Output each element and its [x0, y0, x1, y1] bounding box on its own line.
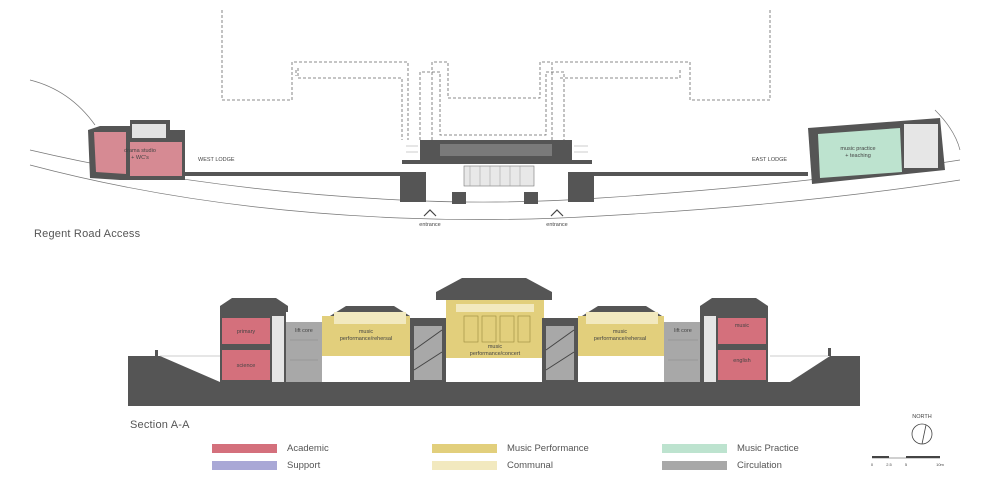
legend-item-support: Support	[212, 460, 320, 471]
music-perf-left-label-2: performance/rehersal	[340, 336, 392, 342]
west-lodge-building	[88, 120, 185, 180]
room-science-label: science	[237, 363, 256, 369]
legend-label: Communal	[507, 460, 553, 471]
legend-label: Academic	[287, 443, 329, 454]
lift-core-right-label: lift core	[674, 328, 692, 334]
east-lodge-building	[808, 118, 945, 184]
music-concert-label-1: music	[488, 344, 503, 350]
music-concert-label-2: performance/concert	[470, 351, 521, 357]
music-perf-left-label-1: music	[359, 329, 374, 335]
central-concert-hall	[436, 278, 552, 358]
music-perf-right-label-1: music	[613, 329, 628, 335]
legend-swatch	[662, 444, 727, 453]
music-perf-right-label-2: performance/rehersal	[594, 336, 646, 342]
road-curves	[29, 79, 961, 220]
legend-swatch	[662, 461, 727, 470]
scale-tick-0: 0	[871, 462, 874, 467]
legend-item-communal: Communal	[432, 460, 553, 471]
west-room-label-2: + WC's	[131, 155, 149, 161]
east-room-label-1: music practice	[840, 146, 875, 152]
legend-item-music-performance: Music Performance	[432, 443, 589, 454]
left-music-rehersal-hall	[322, 306, 410, 356]
room-english-label: english	[733, 358, 750, 364]
east-boundary-wall	[594, 172, 808, 176]
north-arrow: NORTH	[911, 414, 933, 445]
legend-item-academic: Academic	[212, 443, 329, 454]
legend-label: Support	[287, 460, 321, 471]
main-building-outline	[221, 10, 771, 140]
section-view	[128, 278, 860, 406]
central-gate-block	[400, 140, 594, 204]
left-lift-core	[286, 322, 322, 382]
legend-label: Music Performance	[507, 443, 589, 454]
section-heading: Section A-A	[130, 419, 190, 431]
scale-bar: 0 2.5 5 10m	[871, 456, 945, 467]
legend-item-music-practice: Music Practice	[662, 443, 799, 454]
left-academic-block	[220, 298, 288, 384]
scale-tick-2: 5	[905, 462, 908, 467]
room-music-label: music	[735, 323, 750, 329]
west-lodge-label: WEST LODGE	[198, 157, 235, 163]
east-room-label-2: + teaching	[845, 153, 871, 159]
legend-item-circulation: Circulation	[662, 460, 782, 471]
left-stair-core	[410, 318, 446, 382]
legend-swatch	[212, 444, 277, 453]
legend-swatch	[432, 444, 497, 453]
lift-core-left-label: lift core	[295, 328, 313, 334]
right-stair-core	[542, 318, 578, 382]
plan-heading: Regent Road Access	[34, 228, 141, 240]
entrance-left-label: entrance	[419, 222, 440, 228]
plan-view	[29, 10, 961, 220]
scale-tick-3: 10m	[936, 462, 944, 467]
room-primary-label: primary	[237, 329, 256, 335]
right-lift-core	[664, 322, 702, 382]
legend-label: Circulation	[737, 460, 782, 471]
ground-mass	[128, 356, 860, 406]
right-academic-block	[700, 298, 768, 384]
north-label: NORTH	[912, 414, 931, 420]
legend-swatch	[212, 461, 277, 470]
west-room-label-1: drama studio	[124, 148, 156, 154]
legend-label: Music Practice	[737, 443, 799, 454]
scale-tick-1: 2.5	[886, 462, 892, 467]
east-lodge-label: EAST LODGE	[752, 157, 787, 163]
legend-swatch	[432, 461, 497, 470]
entrance-arrows	[423, 209, 564, 217]
west-boundary-wall	[184, 172, 402, 176]
entrance-right-label: entrance	[546, 222, 567, 228]
right-music-rehersal-hall	[578, 306, 664, 356]
